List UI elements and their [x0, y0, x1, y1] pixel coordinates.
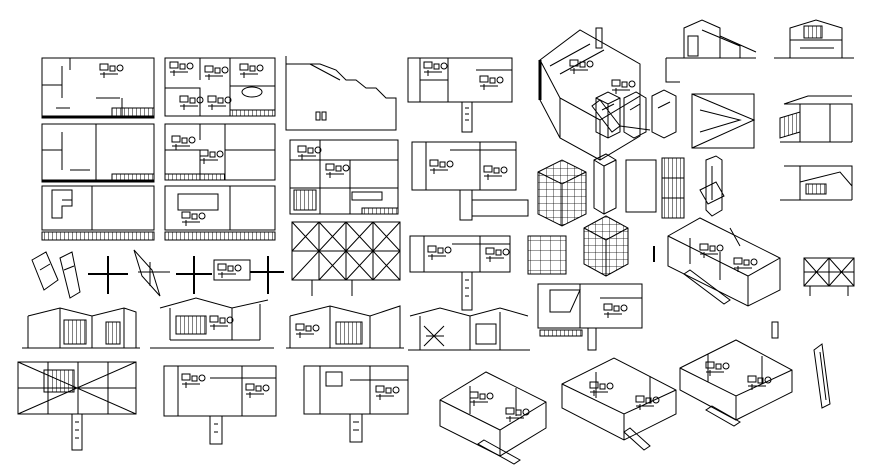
isometric-house-mid	[654, 218, 780, 306]
section-wedge	[692, 94, 754, 148]
isometric-bottom-3	[680, 322, 792, 426]
long-section-1	[22, 308, 140, 348]
section-right-1	[780, 96, 852, 142]
plan-series-2	[412, 142, 528, 220]
plan-bottom-2	[164, 366, 276, 444]
isometric-bottom-2	[562, 358, 676, 450]
isometric-wireframe-1	[538, 160, 586, 226]
isometric-column-frame	[594, 154, 616, 214]
roof-grid-plan	[292, 222, 400, 296]
isometric-blocks	[596, 90, 676, 138]
floor-plan-2c	[165, 186, 275, 240]
section-right-2	[780, 166, 852, 200]
grid-plan-square	[528, 236, 566, 274]
floor-plan-2a	[165, 58, 275, 116]
elevation-right-2	[774, 20, 854, 58]
iso-panel-pair	[32, 252, 80, 298]
isometric-wireframe-2	[584, 216, 628, 276]
cross-plan-2	[176, 256, 284, 294]
isometric-large-top	[540, 28, 650, 160]
long-section-3	[286, 306, 404, 348]
elevation-right-1	[666, 20, 756, 82]
plan-series-3	[410, 236, 510, 310]
plan-diagonal-grid	[18, 362, 136, 450]
section-tall-frame	[626, 158, 684, 218]
truss-elevation-small	[804, 258, 854, 296]
plan-bottom-3	[304, 366, 408, 442]
elevation-stepped	[286, 56, 396, 130]
isometric-vertical-panel	[700, 156, 724, 216]
floor-plan-1a	[42, 58, 154, 118]
isometric-bottom-1	[440, 372, 546, 464]
floor-plan-1c	[42, 186, 154, 240]
floor-plan-1b	[42, 124, 154, 182]
long-section-2	[150, 298, 274, 348]
floor-plan-2b	[165, 124, 275, 180]
slim-panel	[814, 344, 830, 408]
long-section-4	[408, 308, 530, 350]
plan-with-corridor	[538, 284, 642, 350]
plan-series-1	[408, 58, 512, 132]
section-cut	[290, 140, 398, 214]
cross-plan-1	[88, 250, 170, 296]
